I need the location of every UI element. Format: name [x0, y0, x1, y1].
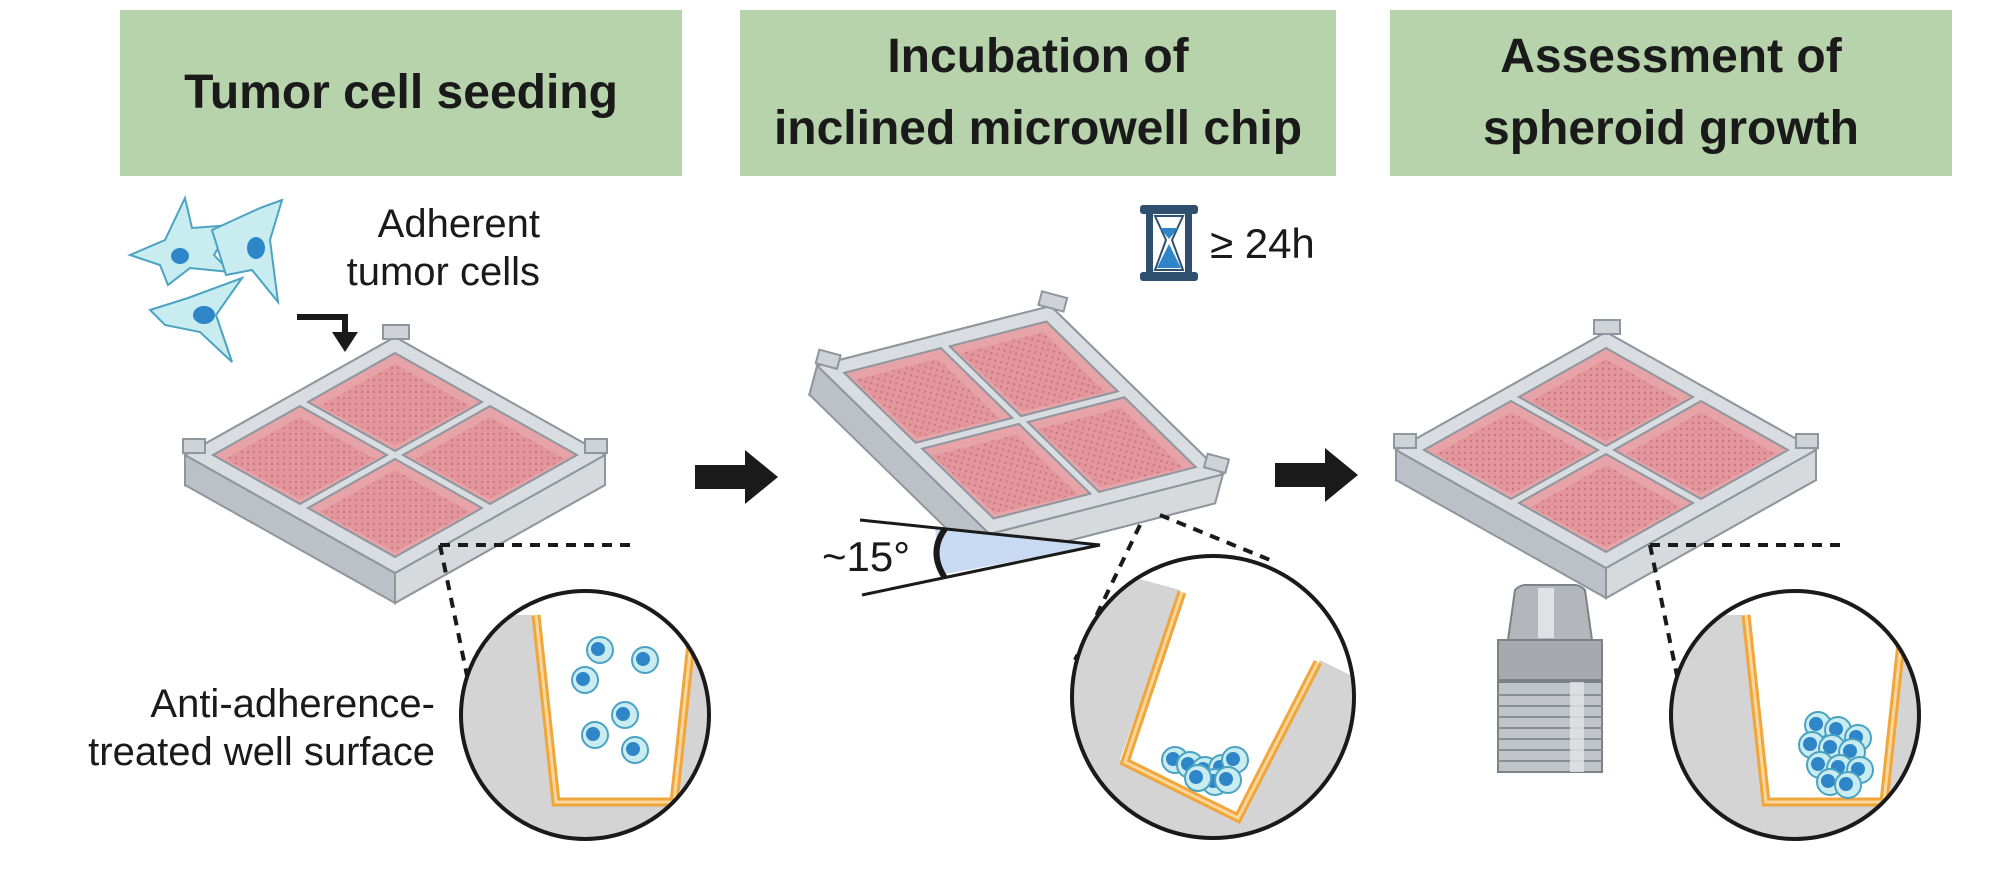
step2-title-line1: Incubation of: [887, 30, 1189, 83]
process-arrow-icon: [1275, 448, 1358, 502]
seeding-arrow: [297, 314, 348, 338]
adherent-cells-label-line1: Adherent: [377, 202, 540, 246]
well-surface-label-line2: treated well surface: [88, 730, 435, 774]
step2-header: Incubation of inclined microwell chip: [740, 10, 1336, 176]
process-arrow-icon: [695, 450, 778, 504]
tilt-angle-label: ~15°: [822, 533, 911, 580]
adherent-cells-label: Adherent tumor cells: [260, 200, 540, 296]
step2-title-line2: inclined microwell chip: [773, 102, 1303, 155]
step1-header: Tumor cell seeding: [120, 10, 682, 176]
step1-title-line1: Tumor cell seeding: [184, 66, 618, 119]
well-surface-label-line1: Anti-adherence-: [150, 682, 435, 726]
well-zoom-inclined: [1070, 554, 1356, 840]
tumor-cell-icon: [127, 194, 284, 363]
tilt-angle-indicator: [859, 518, 1101, 597]
well-surface-label: Anti-adherence- treated well surface: [20, 680, 435, 776]
microscope-objective-icon: [1497, 584, 1603, 773]
microwell-chip-flat: [1393, 319, 1819, 599]
step3-title-line1: Assessment of: [1500, 30, 1842, 83]
step3-title-line2: spheroid growth: [1483, 102, 1859, 155]
well-zoom-seeding: [459, 589, 711, 841]
incubation-time-label: ≥ 24h: [1210, 220, 1315, 267]
microwell-chip-flat: [182, 324, 608, 604]
well-zoom-spheroid: [1669, 589, 1921, 841]
adherent-cells-label-line2: tumor cells: [346, 250, 540, 294]
step3-header: Assessment of spheroid growth: [1390, 10, 1952, 176]
hourglass-icon: [1140, 205, 1198, 281]
